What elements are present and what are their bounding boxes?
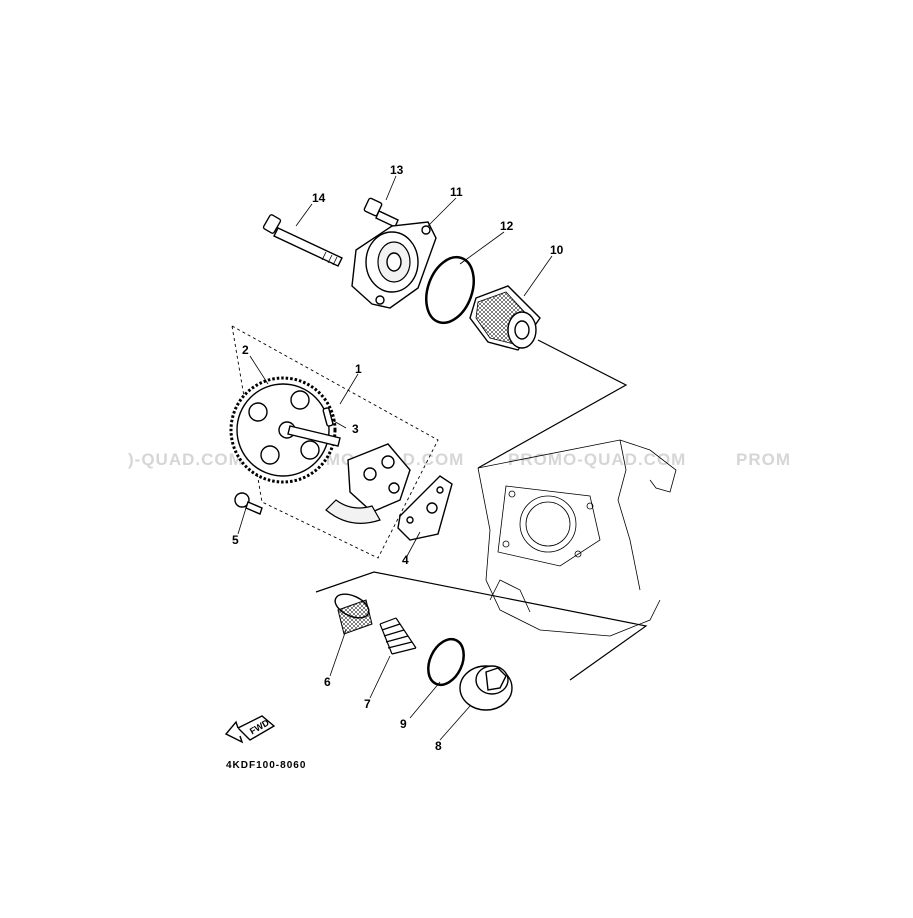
callout-6: 6 xyxy=(324,675,331,689)
callout-3: 3 xyxy=(352,422,359,436)
strainer-group-outline xyxy=(315,571,648,681)
callout-7: 7 xyxy=(364,697,371,711)
o-ring-large xyxy=(425,255,475,325)
callout-9: 9 xyxy=(400,717,407,731)
watermark-text: )-QUAD.COM xyxy=(128,450,244,469)
long-bolt xyxy=(262,214,343,267)
callout-14: 14 xyxy=(312,191,326,205)
watermark: )-QUAD.COM PROMO-QUAD.COM PROMO-QUAD.COM… xyxy=(128,450,791,469)
oil-strainer xyxy=(334,593,373,635)
diagram-code: 4KDF100-8060 xyxy=(226,760,306,771)
dowel-pin xyxy=(322,407,334,427)
callout-1: 1 xyxy=(355,362,362,376)
callout-13: 13 xyxy=(390,163,404,177)
o-ring-small xyxy=(427,637,465,687)
callout-2: 2 xyxy=(242,343,249,357)
callout-12: 12 xyxy=(500,219,514,233)
watermark-text: PROM xyxy=(736,450,791,469)
drain-plug xyxy=(459,665,513,711)
pump-cover xyxy=(351,221,437,309)
small-bolt xyxy=(363,197,399,228)
callout-4: 4 xyxy=(402,553,409,567)
oil-pump-gear xyxy=(229,376,337,484)
pump-shaft xyxy=(287,425,341,447)
engine-block-outline xyxy=(477,439,677,637)
callout-5: 5 xyxy=(232,533,239,547)
watermark-text: PROMO-QUAD.COM xyxy=(508,450,686,469)
compression-spring xyxy=(379,617,417,655)
leader-line xyxy=(477,339,628,469)
oil-filter xyxy=(469,285,541,351)
callout-8: 8 xyxy=(435,739,442,753)
assembly-group-outline xyxy=(231,325,439,559)
fwd-arrow-icon: FWD xyxy=(224,715,276,744)
callout-10: 10 xyxy=(550,243,564,257)
callouts: 1 2 3 4 5 6 7 8 9 10 11 12 13 14 xyxy=(232,163,564,753)
oil-pump-body xyxy=(325,443,411,524)
callout-11: 11 xyxy=(450,185,463,199)
screw xyxy=(234,492,263,515)
leader-lines xyxy=(237,175,553,741)
pump-gasket xyxy=(397,475,453,541)
